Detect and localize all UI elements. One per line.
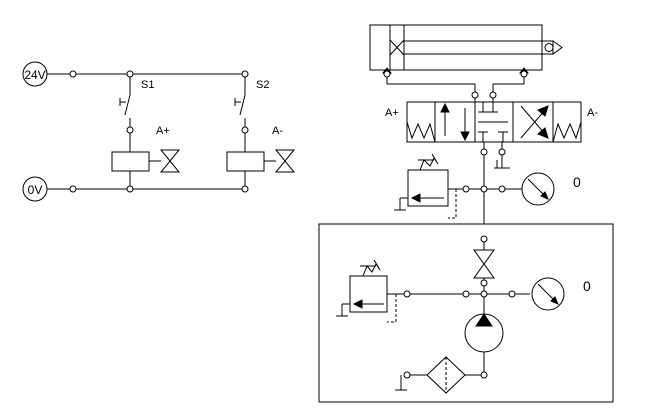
switch1-label: S1 <box>141 79 154 91</box>
solenoid2-label: A- <box>272 125 283 137</box>
exhaust-icon <box>494 160 510 169</box>
valve-right-label: A- <box>587 107 598 119</box>
solenoid-valve-a-plus-icon <box>159 149 181 173</box>
compressor-icon <box>464 297 504 375</box>
double-acting-cylinder[interactable] <box>369 24 563 102</box>
solenoid-coil-1 <box>111 151 150 172</box>
pneumatic-circuit: A+ A- <box>318 24 614 403</box>
supply-label: 24V <box>24 68 45 82</box>
gauge-lower-value: 0 <box>583 278 591 294</box>
pushbutton-switch-s2[interactable] <box>234 94 246 116</box>
valve-position-left <box>434 101 476 143</box>
supply-terminal-24v: 24V <box>22 61 48 87</box>
branch-2: S2 A- <box>226 77 296 186</box>
gauge-upper-value: 0 <box>573 174 581 190</box>
directional-control-valve[interactable]: A+ A- <box>385 101 598 143</box>
solenoid-valve-a-minus-icon <box>274 149 296 173</box>
electrical-circuit: 24V 0V S1 <box>22 61 296 202</box>
ground-terminal-0v: 0V <box>22 176 48 202</box>
valve-left-label: A+ <box>385 107 399 119</box>
supply-unit-frame <box>318 223 614 403</box>
shut-off-valve[interactable] <box>473 235 495 294</box>
pressure-gauge-upper <box>521 172 555 206</box>
solenoid-coil-2 <box>226 151 265 172</box>
branch-1: S1 A+ <box>111 77 181 186</box>
relief-valve-lower[interactable] <box>336 259 397 323</box>
switch2-label: S2 <box>256 79 269 91</box>
relief-valve-upper[interactable] <box>394 153 466 219</box>
pressure-gauge-lower <box>531 277 565 311</box>
solenoid1-label: A+ <box>156 125 170 137</box>
ground-label: 0V <box>28 183 43 197</box>
filter-icon <box>395 356 488 394</box>
pushbutton-switch-s1[interactable] <box>119 94 131 116</box>
